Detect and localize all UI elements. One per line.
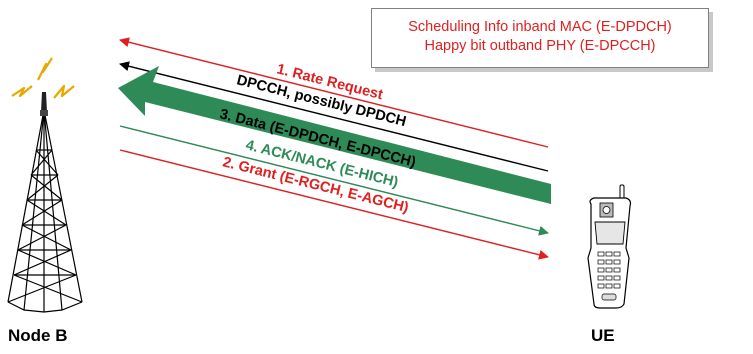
node-b-tower-icon [7, 109, 83, 313]
rate-request-arrow [119, 37, 549, 148]
ack-nack-arrow [119, 125, 549, 236]
grant-arrow [119, 149, 549, 260]
ue-phone-icon [587, 184, 632, 309]
radio-waves-icon [11, 57, 75, 99]
antenna-top-icon [40, 92, 48, 116]
node-b-label: Node B [8, 326, 68, 345]
data-arrow [118, 66, 551, 204]
scheduling-info-box: Scheduling Info inband MAC (E-DPDCH) Hap… [371, 8, 709, 68]
info-line-1: Scheduling Info inband MAC (E-DPDCH) [408, 19, 672, 35]
ue-label: UE [591, 326, 615, 345]
info-line-2: Happy bit outband PHY (E-DPCCH) [424, 38, 656, 54]
dpcch-arrow [119, 61, 549, 172]
